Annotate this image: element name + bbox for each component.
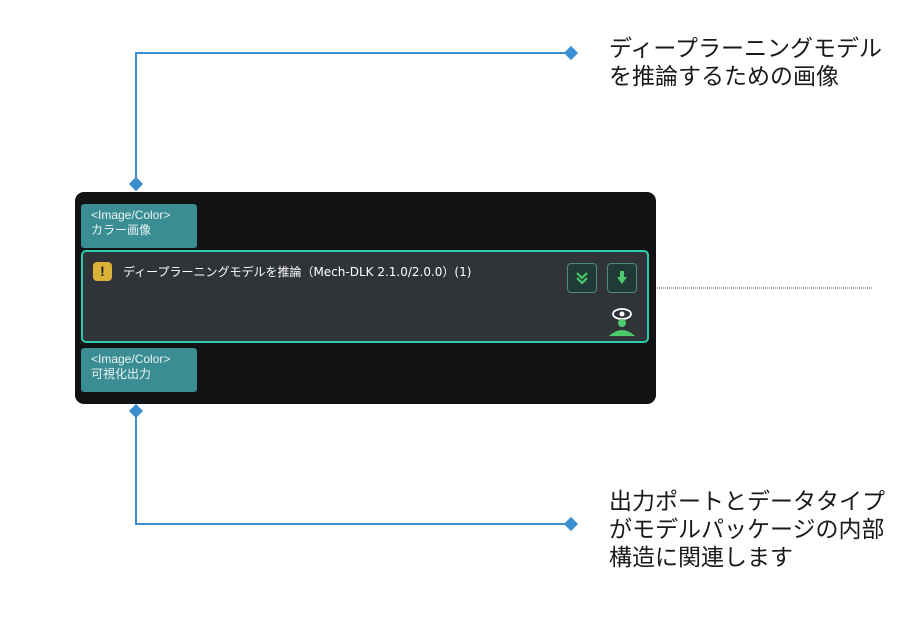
input-port[interactable]: <Image/Color> カラー画像 <box>81 204 197 248</box>
step-node[interactable]: <Image/Color> カラー画像 ! ディープラーニングモデルを推論（Me… <box>75 192 656 404</box>
bottom-connector-line <box>135 411 571 525</box>
warning-icon[interactable]: ! <box>93 262 112 281</box>
double-chevron-down-icon <box>576 272 588 285</box>
input-port-type: <Image/Color> <box>91 208 171 222</box>
top-diamond-end <box>563 45 579 61</box>
input-annotation-line-2: を推論するための画像 <box>609 64 839 90</box>
output-port-label: 可視化出力 <box>91 367 152 381</box>
bottom-diamond-end <box>563 516 579 532</box>
output-port[interactable]: <Image/Color> 可視化出力 <box>81 348 197 392</box>
input-port-label: カラー画像 <box>91 223 152 237</box>
top-diamond-start <box>128 176 144 192</box>
step-body[interactable]: ! ディープラーニングモデルを推論（Mech-DLK 2.1.0/2.0.0）(… <box>81 250 649 343</box>
step-title: ディープラーニングモデルを推論（Mech-DLK 2.1.0/2.0.0）(1) <box>123 265 472 279</box>
input-annotation: ディープラーニングモデル を推論するための画像 <box>609 35 882 91</box>
input-annotation-line-1: ディープラーニングモデル <box>609 36 883 62</box>
eye-person-icon[interactable] <box>605 306 639 338</box>
collapse-button[interactable] <box>567 263 597 293</box>
output-annotation: 出力ポートとデータタイプ がモデルパッケージの内部 構造に関連します <box>609 488 885 572</box>
output-annotation-line-3: 構造に関連します <box>609 545 793 571</box>
output-port-type: <Image/Color> <box>91 352 171 366</box>
top-connector-line <box>135 52 571 184</box>
output-annotation-line-1: 出力ポートとデータタイプ <box>609 489 885 515</box>
output-annotation-line-2: がモデルパッケージの内部 <box>609 517 885 543</box>
bottom-diamond-start <box>128 403 144 419</box>
download-button[interactable] <box>607 263 637 293</box>
download-arrow-icon <box>617 271 627 284</box>
